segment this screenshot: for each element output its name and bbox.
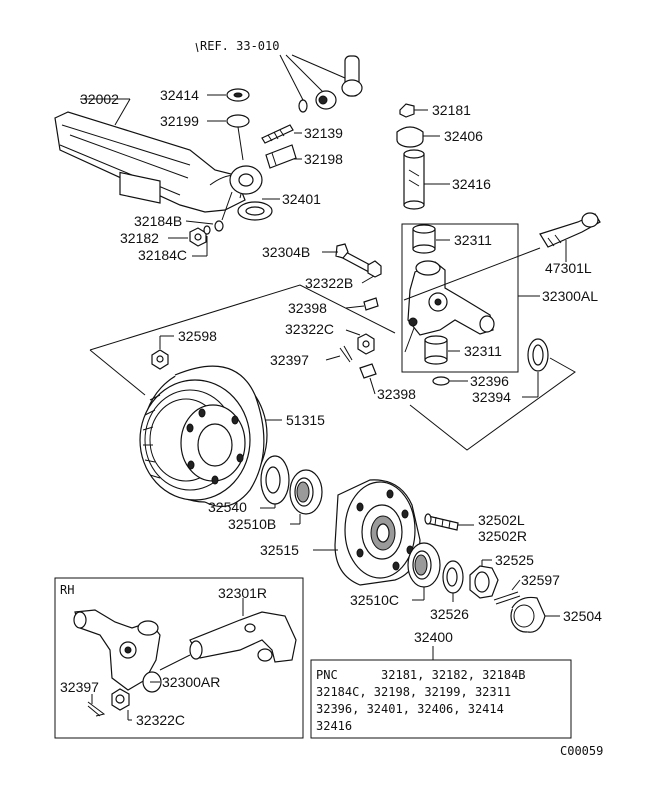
- stopper-32398-lower: [359, 363, 377, 379]
- label-32401: 32401: [282, 191, 321, 207]
- label-32414: 32414: [160, 87, 199, 103]
- bearing-32540: [260, 455, 290, 505]
- cap-32406: [396, 126, 424, 148]
- label-32397: 32397: [270, 352, 309, 368]
- label-32398-lower: 32398: [377, 386, 416, 402]
- bolt-32198: [265, 144, 297, 169]
- ref-label: REF. 33-010: [200, 39, 279, 53]
- cotter-pin-32597: [493, 591, 521, 605]
- rh-inset-frame: [54, 577, 304, 739]
- label-32322C-rh: 32322C: [136, 712, 185, 728]
- hub-cap-32504: [510, 596, 546, 633]
- label-32139: 32139: [304, 125, 343, 141]
- label-32598: 32598: [178, 328, 217, 344]
- label-32540: 32540: [208, 499, 247, 515]
- washer-32184B: [214, 220, 224, 232]
- pnc-line-2: 32184C, 32198, 32199, 32311: [316, 685, 511, 699]
- bushing-32311-upper: [412, 224, 436, 254]
- pnc-line-4: 32416: [316, 719, 352, 733]
- label-32311-upper: 32311: [454, 232, 492, 248]
- cotter-pin-32397-rh: [87, 701, 106, 717]
- king-pin-32416: [403, 149, 425, 210]
- label-32396: 32396: [470, 373, 509, 389]
- label-32184C: 32184C: [138, 247, 187, 263]
- steering-knuckle-rh: [73, 609, 162, 693]
- nut-32322C: [357, 333, 375, 355]
- washer-32184C: [203, 225, 211, 235]
- label-32398-upper: 32398: [288, 300, 327, 316]
- label-32198: 32198: [304, 151, 343, 167]
- washer-32414: [226, 88, 250, 102]
- grease-nipple-32181: [399, 103, 415, 118]
- pnc-box: [310, 659, 572, 739]
- label-32597: 32597: [521, 572, 560, 588]
- label-32510C: 32510C: [350, 592, 399, 608]
- label-32515: 32515: [260, 542, 299, 558]
- label-32304B: 32304B: [262, 244, 310, 260]
- axle-beam-32002: [54, 111, 246, 213]
- label-32510B: 32510B: [228, 516, 276, 532]
- nut-32322C-rh: [111, 688, 130, 711]
- nut-32598: [151, 349, 169, 370]
- beam-end-eye: [229, 165, 263, 195]
- ref-leaders: [195, 42, 346, 101]
- inset-label-rh: RH: [60, 583, 74, 597]
- stopper-32398-upper: [363, 297, 379, 311]
- bearing-32510C: [407, 542, 441, 588]
- cotter-pin-32397: [339, 345, 353, 363]
- label-32502R: 32502R: [478, 528, 527, 544]
- label-32525: 32525: [495, 552, 534, 568]
- label-32406: 32406: [444, 128, 483, 144]
- label-32416: 32416: [452, 176, 491, 192]
- label-32002: 32002: [80, 91, 119, 107]
- seal-32401: [237, 201, 273, 221]
- label-32397-rh: 32397: [60, 679, 99, 695]
- tie-rod-end-47301L: [539, 212, 601, 248]
- bearing-32510B: [289, 469, 323, 515]
- label-47301L: 47301L: [545, 260, 592, 276]
- label-32300AR: 32300AR: [162, 674, 220, 690]
- label-32502L: 32502L: [478, 512, 525, 528]
- pin-32139: [261, 124, 294, 144]
- label-32184B: 32184B: [134, 213, 182, 229]
- label-32526: 32526: [430, 606, 469, 622]
- label-32311-lower: 32311: [464, 343, 502, 359]
- hub-32515: [334, 479, 421, 586]
- figure-code: C00059: [560, 744, 603, 758]
- steering-arm-32301R: [189, 611, 297, 663]
- label-32394: 32394: [472, 389, 511, 405]
- pnc-line-3: 32396, 32401, 32406, 32414: [316, 702, 504, 716]
- pnc-line-1: PNC 32181, 32182, 32184B: [316, 668, 526, 682]
- shim-32396: [432, 376, 450, 386]
- steering-knuckle-lh: [404, 260, 495, 353]
- nut-32322B: [367, 260, 382, 278]
- washer-32526: [442, 560, 464, 594]
- nut-32182: [189, 227, 207, 247]
- label-51315: 51315: [286, 412, 325, 428]
- bolt-32304B: [335, 243, 373, 273]
- knuckle-group-frame: [401, 223, 519, 373]
- label-32322B: 32322B: [305, 275, 353, 291]
- label-32504: 32504: [563, 608, 602, 624]
- nut-32525: [469, 565, 499, 599]
- label-32199: 32199: [160, 113, 199, 129]
- label-32300AL: 32300AL: [542, 288, 598, 304]
- label-32322C: 32322C: [285, 321, 334, 337]
- label-32182: 32182: [120, 230, 159, 246]
- seal-32394: [527, 338, 549, 372]
- assembly-plane-lines: [89, 284, 576, 451]
- ref-bushing-parts: [298, 55, 363, 113]
- brake-drum-51315: [139, 365, 268, 508]
- label-32400: 32400: [414, 629, 453, 645]
- bushing-32311-lower: [424, 335, 448, 365]
- shim-32199: [226, 114, 250, 128]
- label-32181: 32181: [432, 102, 471, 118]
- label-32301R: 32301R: [218, 585, 267, 601]
- hub-bolt-32502: [424, 513, 459, 531]
